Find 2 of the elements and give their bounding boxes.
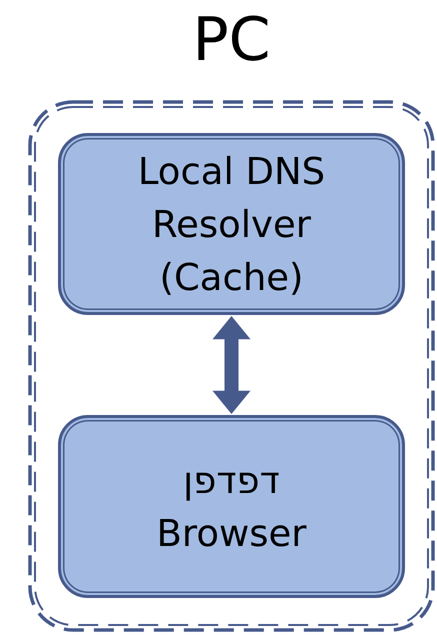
heading: PC: [191, 5, 272, 75]
process-box: Local DNS Resolver (Cache): [58, 133, 405, 315]
